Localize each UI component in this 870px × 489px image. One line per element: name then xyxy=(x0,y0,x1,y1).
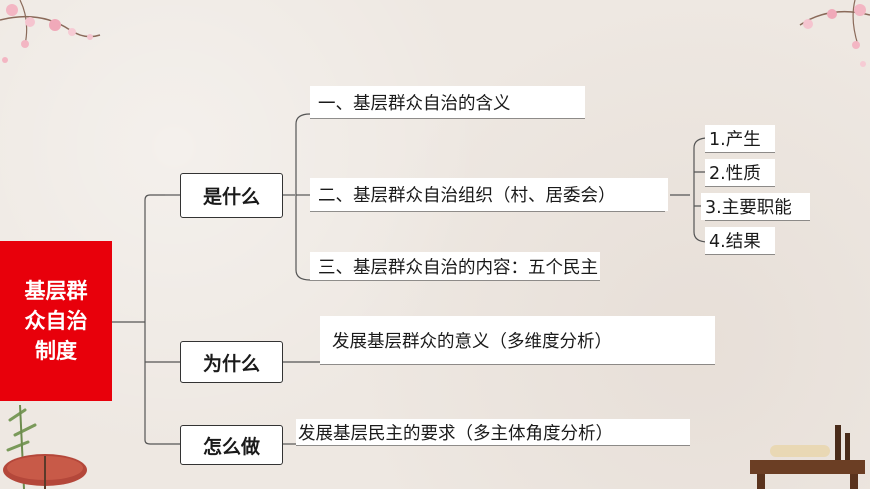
branch-how-box: 怎么做 xyxy=(180,425,283,465)
topic-significance: 发展基层群众的意义（多维度分析） xyxy=(320,316,715,364)
subtopic-nature: 2.性质 xyxy=(705,159,775,186)
root-topic-line-2: 众自治 xyxy=(24,309,88,333)
plum-blossom-top-right-decoration xyxy=(799,0,870,67)
topic-content: 三、基层群众自治的内容：五个民主 xyxy=(310,252,600,280)
subtopic-result-label: 4.结果 xyxy=(709,232,761,252)
topic-organization-label: 二、基层群众自治组织（村、居委会） xyxy=(318,186,616,206)
bamboo-umbrella-bottom-left-decoration xyxy=(3,404,87,489)
branch-why-label: 为什么 xyxy=(202,352,260,375)
branch-how-label: 怎么做 xyxy=(202,435,260,458)
topic-content-label: 三、基层群众自治的内容：五个民主 xyxy=(318,257,598,278)
topic-definition-label: 一、基层群众自治的含义 xyxy=(318,93,511,114)
subtopic-functions-label: 3.主要职能 xyxy=(705,198,792,218)
topic-organization: 二、基层群众自治组织（村、居委会） xyxy=(310,178,668,211)
topic-definition: 一、基层群众自治的含义 xyxy=(310,86,585,118)
scroll-desk-bottom-right-decoration xyxy=(750,425,865,489)
subtopic-result: 4.结果 xyxy=(705,227,775,254)
topic-significance-label: 发展基层群众的意义（多维度分析） xyxy=(332,331,612,352)
plum-blossom-top-left-decoration xyxy=(0,0,101,63)
subtopic-nature-label: 2.性质 xyxy=(709,164,761,184)
subtopic-origin-label: 1.产生 xyxy=(709,130,761,150)
topic-requirements: 发展基层民主的要求（多主体角度分析） xyxy=(296,419,690,445)
root-topic-line-1: 基层群 xyxy=(24,279,88,303)
root-topic-line-3: 制度 xyxy=(35,339,77,363)
root-topic-box: 基层群 众自治 制度 xyxy=(0,241,112,401)
subtopic-origin: 1.产生 xyxy=(705,125,775,152)
branch-what-label: 是什么 xyxy=(202,186,260,208)
branch-what-box: 是什么 xyxy=(180,173,283,218)
subtopic-functions: 3.主要职能 xyxy=(701,193,810,220)
topic-requirements-label: 发展基层民主的要求（多主体角度分析） xyxy=(298,423,613,444)
branch-why-box: 为什么 xyxy=(180,341,283,383)
